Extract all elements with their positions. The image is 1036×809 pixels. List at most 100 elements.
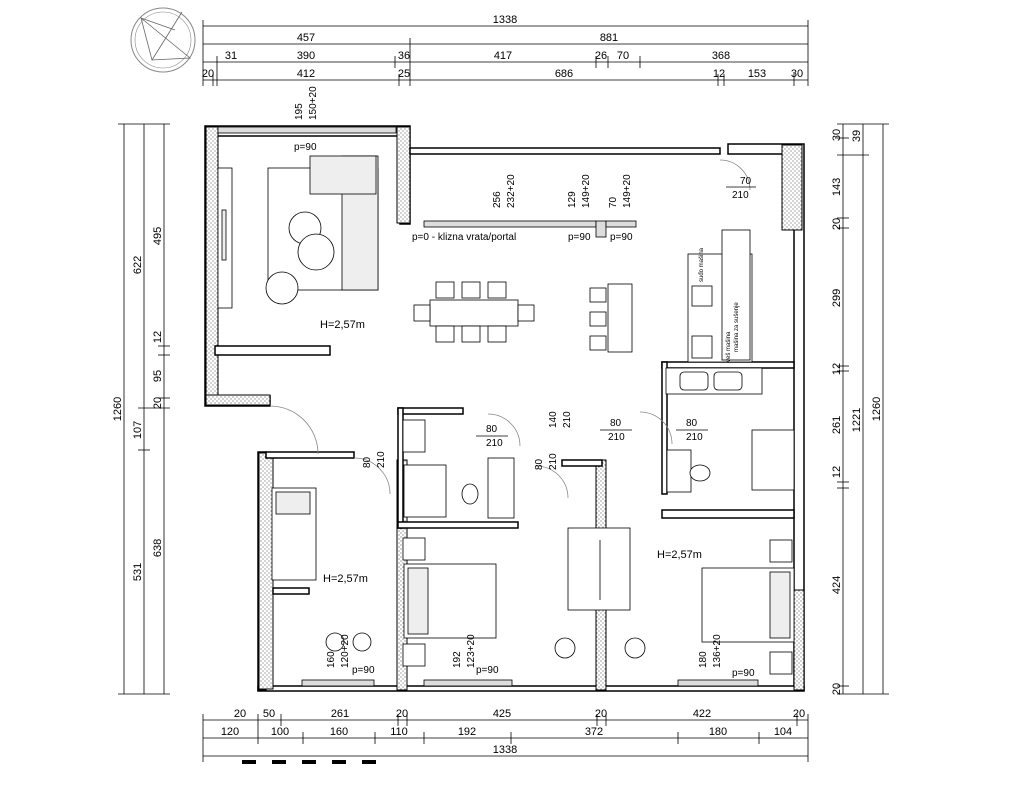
dim-right-1260: 1260 xyxy=(871,397,883,421)
dim-bot-50: 50 xyxy=(263,708,275,720)
mid-win-h: 123+20 xyxy=(466,634,477,668)
door-bed-left-h: 210 xyxy=(376,451,387,468)
bedroom-right-height: H=2,57m xyxy=(657,549,702,561)
living-window-p: p=90 xyxy=(294,142,317,153)
dim-left-1260: 1260 xyxy=(112,397,124,421)
dim-bot-372: 372 xyxy=(585,726,603,738)
dim-right-39: 39 xyxy=(851,130,863,142)
dim-right-12b: 12 xyxy=(831,466,843,478)
dim-top-31: 31 xyxy=(225,50,237,62)
door-top-right-w: 70 xyxy=(740,176,752,187)
dim-bot-20b: 20 xyxy=(396,708,408,720)
dim-bot-425: 425 xyxy=(493,708,511,720)
bathroom-right xyxy=(666,429,795,493)
left-dimensions xyxy=(118,123,170,695)
dim-top-20: 20 xyxy=(202,68,214,80)
bedroom-right-furniture xyxy=(701,539,795,675)
dining-table xyxy=(413,281,535,343)
door-hall-w: 80 xyxy=(486,424,498,435)
door-bed-left-w: 80 xyxy=(362,456,373,468)
dim-left-107: 107 xyxy=(132,421,144,439)
dim-bot-100: 100 xyxy=(271,726,289,738)
door-mid-h: 210 xyxy=(548,453,559,470)
dim-left-622: 622 xyxy=(132,256,144,274)
dim-top-30: 30 xyxy=(791,68,803,80)
dim-right-12a: 12 xyxy=(831,363,843,375)
win2-h: 149+20 xyxy=(581,174,592,208)
windows xyxy=(217,126,759,687)
bedroom-mid-furniture xyxy=(402,527,646,667)
dim-bot-20c: 20 xyxy=(595,708,607,720)
door-hall2-w: 140 xyxy=(548,411,559,428)
washer-label: suđo mašina xyxy=(699,247,705,282)
win3-p: p=90 xyxy=(610,232,633,243)
dim-top-36: 36 xyxy=(398,50,410,62)
dim-left-95: 95 xyxy=(152,370,164,382)
living-window-w: 195 xyxy=(294,103,305,120)
dim-left-531: 531 xyxy=(132,563,144,581)
walls xyxy=(204,125,805,692)
dim-bot-160: 160 xyxy=(330,726,348,738)
door-right-h: 210 xyxy=(686,432,703,443)
door-hall-h: 210 xyxy=(486,438,503,449)
dim-top-12: 12 xyxy=(713,68,725,80)
dim-bot-104: 104 xyxy=(774,726,792,738)
kitchen-island xyxy=(589,283,633,353)
dim-left-495: 495 xyxy=(152,227,164,245)
door-mid-w: 80 xyxy=(534,458,545,470)
right-dimensions xyxy=(837,123,889,695)
living-room-height: H=2,57m xyxy=(320,319,365,331)
door-hall3-w: 80 xyxy=(610,418,622,429)
dim-bot-total: 1338 xyxy=(493,744,517,756)
living-window-h: 150+20 xyxy=(308,86,319,120)
bathroom-left xyxy=(402,419,515,519)
bedroom-left-height: H=2,57m xyxy=(323,573,368,585)
door-top-right-h: 210 xyxy=(732,190,749,201)
dim-top-70: 70 xyxy=(617,50,629,62)
win3-w: 70 xyxy=(608,196,619,208)
dim-top-417: 417 xyxy=(494,50,512,62)
dim-bot-422: 422 xyxy=(693,708,711,720)
win2-p: p=90 xyxy=(568,232,591,243)
dim-right-143: 143 xyxy=(831,178,843,196)
dim-top-25: 25 xyxy=(398,68,410,80)
door-hall2-h: 210 xyxy=(562,411,573,428)
dim-right-424: 424 xyxy=(831,576,843,594)
top-dimensions xyxy=(202,20,809,86)
dim-left-12: 12 xyxy=(152,331,164,343)
dim-top-686: 686 xyxy=(555,68,573,80)
dim-top-457: 457 xyxy=(297,32,315,44)
dim-right-20b: 20 xyxy=(831,683,843,695)
dim-top-368: 368 xyxy=(712,50,730,62)
mid-win-p: p=90 xyxy=(476,665,499,676)
dim-right-261: 261 xyxy=(831,416,843,434)
win2-w: 129 xyxy=(567,191,578,208)
bed-left-win-p: p=90 xyxy=(352,665,375,676)
bedroom-left-furniture xyxy=(271,487,372,652)
bed-left-win-w: 160 xyxy=(326,651,337,668)
dim-top-26: 26 xyxy=(595,50,607,62)
bed-right-win-h: 136+20 xyxy=(712,634,723,668)
bed-right-win-w: 180 xyxy=(698,651,709,668)
north-arrow-icon xyxy=(130,7,196,73)
win3-h: 149+20 xyxy=(622,174,633,208)
door-swings xyxy=(269,159,751,499)
dim-bot-180: 180 xyxy=(709,726,727,738)
dim-bot-20d: 20 xyxy=(793,708,805,720)
scale-bar xyxy=(242,760,376,764)
dim-bot-261: 261 xyxy=(331,708,349,720)
dim-top-412: 412 xyxy=(297,68,315,80)
dim-top-390: 390 xyxy=(297,50,315,62)
dim-right-30: 30 xyxy=(831,129,843,141)
dim-top-153: 153 xyxy=(748,68,766,80)
dim-bot-120: 120 xyxy=(221,726,239,738)
living-room-furniture xyxy=(217,155,379,309)
dim-left-20: 20 xyxy=(152,397,164,409)
dim-bot-110: 110 xyxy=(390,726,408,738)
bed-left-win-h: 120+20 xyxy=(340,634,351,668)
slide-label: p=0 - klizna vrata/portal xyxy=(412,232,516,243)
dim-bot-20a: 20 xyxy=(234,708,246,720)
dim-top-total: 1338 xyxy=(493,14,517,26)
slide-h: 232+20 xyxy=(506,174,517,208)
